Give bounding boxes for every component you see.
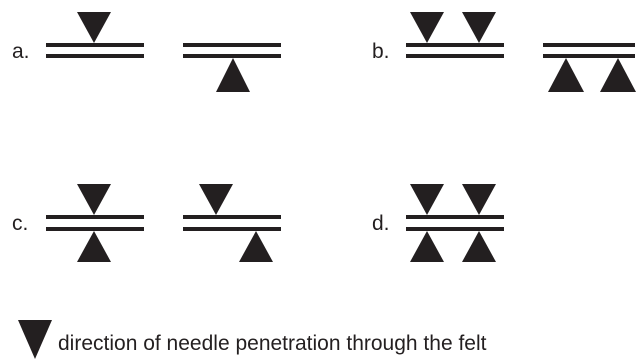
panel-b-felt-right: [543, 43, 636, 92]
needle-up-icon: [462, 231, 496, 262]
felt-line: [46, 227, 144, 231]
panel-a-felt-left: [46, 12, 144, 58]
panel-b-felt-left: [406, 12, 504, 58]
felt-line: [543, 54, 635, 58]
needle-up-icon: [548, 58, 584, 92]
felt-line: [46, 215, 144, 219]
panel-d-felt: [406, 184, 504, 262]
down-triangle-icon: [18, 320, 52, 359]
felt-line: [46, 43, 144, 47]
panel-c-felt-right: [183, 184, 281, 262]
panel-b-label: b.: [372, 40, 390, 63]
panel-b: [406, 12, 636, 92]
needle-up-icon: [239, 231, 273, 262]
panel-a-label: a.: [12, 40, 30, 63]
needle-down-icon: [77, 184, 111, 215]
panel-a: [46, 12, 281, 92]
legend-text: direction of needle penetration through …: [58, 332, 487, 355]
panel-d-label: d.: [372, 212, 390, 235]
felt-line: [46, 54, 144, 58]
needle-down-icon: [462, 12, 496, 43]
felt-line: [406, 215, 504, 219]
felt-line: [406, 227, 504, 231]
needle-down-icon: [410, 12, 444, 43]
needle-up-icon: [410, 231, 444, 262]
panel-c-felt-left: [46, 184, 144, 262]
felt-line: [183, 43, 281, 47]
needle-down-icon: [199, 184, 233, 215]
felt-line: [183, 54, 281, 58]
needle-up-icon: [600, 58, 636, 92]
felt-line: [183, 227, 281, 231]
needle-down-icon: [462, 184, 496, 215]
needle-down-icon: [410, 184, 444, 215]
panel-c-label: c.: [12, 212, 29, 235]
felt-line: [406, 43, 504, 47]
needle-up-icon: [77, 231, 111, 262]
needle-up-icon: [216, 58, 250, 92]
panel-d: [406, 184, 504, 262]
felt-line: [543, 43, 635, 47]
panel-a-felt-right: [183, 43, 281, 92]
felt-line: [183, 215, 281, 219]
felt-line: [406, 54, 504, 58]
panel-c: [46, 184, 281, 262]
needle-down-icon: [77, 12, 111, 43]
